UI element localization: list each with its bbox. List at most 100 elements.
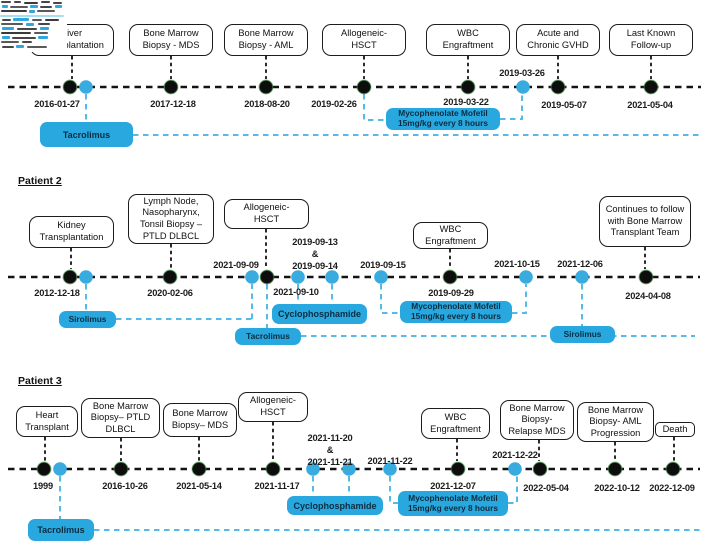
event-date-above: 2021-10-15 [494,259,540,269]
event-box-last-known-followup: Last Known Follow-up [609,24,693,56]
event-date: 2019-09-29 [428,288,474,298]
event-label: Lymph Node, Nasopharynx, Tonsil Biopsy –… [139,195,202,241]
event-dot-black [259,269,275,285]
event-box-continues-followup: Continues to follow with Bone Marrow Tra… [599,196,691,247]
event-date: 2021-12-07 [430,481,476,491]
event-dot-blue [325,270,339,284]
event-date-above: 2021-12-22 [492,450,538,460]
event-date: 2021-05-04 [627,100,673,110]
event-date: 2022-10-12 [594,483,640,493]
patient1-dots [62,79,659,95]
patient3-medication-lines [59,476,700,531]
event-box-heart-transplant: Heart Transplant [16,406,78,437]
medication-name: Cyclophosphamide [277,309,361,319]
event-dot-blue [516,80,530,94]
event-box-wbc-engraftment: WBC Engraftment [413,222,488,249]
event-label: Allogeneic- HSCT [341,28,387,50]
patient2-heading: Patient 2 [18,175,62,187]
medication-name: Tacrolimus [246,330,290,341]
event-date: 2024-04-08 [625,291,671,301]
event-dot-blue [245,270,259,284]
event-label: Last Known Follow-up [626,28,676,50]
event-date-above: 2019-09-14 [292,261,338,271]
event-label: Allogeneic- HSCT [250,395,296,417]
event-dot-black [643,79,659,95]
event-box-wbc-engraftment: WBC Engraftment [426,24,510,56]
event-dot-blue [79,80,93,94]
event-label: Bone Marrow Biopsy - MDS [142,28,200,50]
event-dot-black [163,79,179,95]
event-date: 2021-09-10 [273,287,319,297]
corrupted-thumbnail-artifact [0,0,67,52]
medication-box-tacrolimus: Tacrolimus [28,519,94,541]
medication-box-mycophenolate: Mycophenolate Mofetil 15mg/kg every 8 ho… [400,301,512,323]
medication-name: Tacrolimus [37,525,85,535]
event-dot-black [450,461,466,477]
event-label: Kidney Transplantation [39,220,104,242]
patient3-dots [36,461,681,477]
event-box-acute-chronic-gvhd: Acute and Chronic GVHD [516,24,600,56]
event-dot-blue [575,270,589,284]
event-date: 2019-02-26 [311,99,357,109]
event-dot-blue [383,462,397,476]
ampersand: & [326,445,334,455]
event-date: 2019-05-07 [541,100,587,110]
event-label: Death [662,423,688,434]
patient2-medication-lines [85,284,695,337]
event-dot-black [36,461,52,477]
event-date: 2022-12-09 [649,483,695,493]
event-date: 2018-08-20 [244,99,290,109]
event-dot-black [356,79,372,95]
event-label: WBC Engraftment [430,411,481,434]
medication-box-cyclophosphamide: Cyclophosphamide [272,304,367,324]
event-date: 2016-10-26 [102,481,148,491]
event-dot-black [607,461,623,477]
event-dot-black [113,461,129,477]
event-box-allogeneic-hsct: Allogeneic- HSCT [238,392,308,422]
medication-name: Mycophenolate Mofetil [398,108,488,119]
event-date: 2022-05-04 [523,483,569,493]
medication-box-cyclophosphamide: Cyclophosphamide [287,496,383,515]
event-label: Bone Marrow Biopsy - AML [238,28,294,50]
event-label: Continues to follow with Bone Marrow Tra… [605,204,685,238]
event-date-above: 2019-09-15 [360,260,406,270]
event-label: Liver Transplantation [40,28,104,50]
event-date-above: 2021-11-22 [367,456,413,466]
event-label: Allogeneic- HSCT [243,202,290,224]
event-dot-blue [79,270,93,284]
ampersand: & [311,249,319,259]
event-box-bm-biopsy-aml-progression: Bone Marrow Biopsy- AML Progression [577,402,654,442]
event-dot-blue [342,462,356,476]
event-date: 2017-12-18 [150,99,196,109]
event-label: Bone Marrow Biopsy– MDS [171,408,229,430]
medication-dose: 15mg/kg every 8 hours [398,118,488,128]
event-date: 2019-03-22 [443,97,489,107]
event-box-lymph-node-biopsy: Lymph Node, Nasopharynx, Tonsil Biopsy –… [128,194,214,244]
medication-box-sirolimus: Sirolimus [59,311,116,328]
event-box-bm-biopsy-mds: Bone Marrow Biopsy– MDS [163,403,237,437]
event-box-allogeneic-hsct: Allogeneic- HSCT [322,24,406,56]
event-label: Bone Marrow Biopsy– PTLD DLBCL [90,400,151,434]
medication-box-tacrolimus: Tacrolimus [40,122,133,147]
event-dot-blue [291,270,305,284]
event-date: 1999 [33,481,53,491]
event-date-above: 2021-09-09 [213,260,259,270]
event-label: WBC Engraftment [442,28,494,50]
event-label: Acute and Chronic GVHD [527,28,589,50]
event-label: Bone Marrow Biopsy- Relapse MDS [508,402,566,436]
medication-name: Sirolimus [563,328,602,339]
event-box-bm-biopsy-ptld-dlbcl: Bone Marrow Biopsy– PTLD DLBCL [81,398,160,438]
event-box-death: Death [655,422,695,437]
event-dot-blue [519,270,533,284]
event-box-wbc-engraftment: WBC Engraftment [421,408,490,439]
medication-name: Mycophenolate Mofetil [408,492,498,503]
event-dot-black [62,79,78,95]
patient1-medication-lines [85,94,702,136]
medication-name: Sirolimus [68,313,107,324]
event-box-bm-biopsy-relapse-mds: Bone Marrow Biopsy- Relapse MDS [500,400,574,440]
medication-box-mycophenolate: Mycophenolate Mofetil 15mg/kg every 8 ho… [386,108,500,130]
event-dot-black [460,79,476,95]
event-dot-black [532,461,548,477]
patient2-box-connectors [70,229,646,269]
